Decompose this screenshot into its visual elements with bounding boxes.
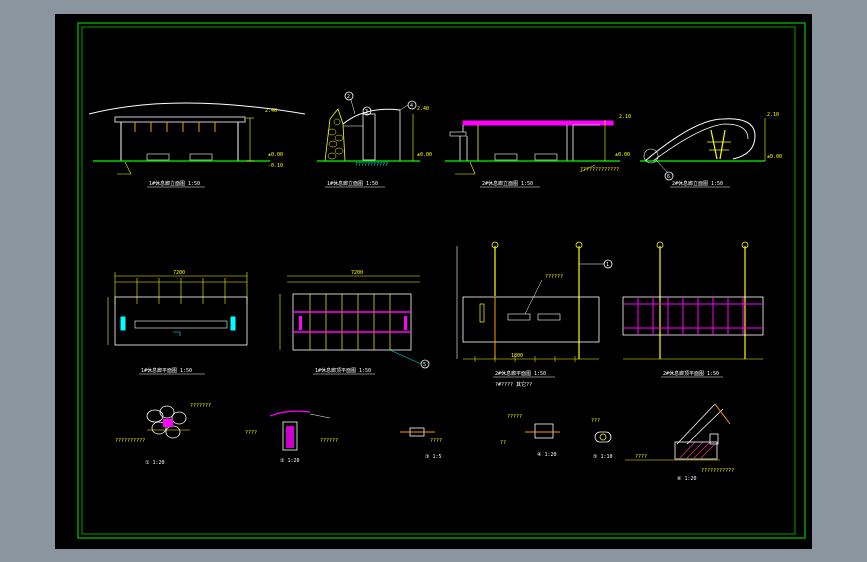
callout-2: 2 — [347, 94, 350, 100]
elevation-3: 2.10 ±0.00 ????????????? 2#休息廊立面图 1:50 — [445, 114, 631, 188]
detail-6: ???? ??????????? ⑥ 1:20 — [625, 403, 734, 482]
plan3-sub: ?#???? 其它?? — [495, 381, 532, 388]
elev2-level-zero: ±0.00 — [417, 152, 432, 158]
elev1-title: 1#休息廊立面图 1:50 — [149, 180, 200, 187]
plan-3: 1800 ?????? 1 2#休息廊平面图 1:50 ?#???? 其它?? — [456, 241, 613, 388]
callout-4: 4 — [410, 103, 413, 109]
detail-6-label: ⑥ 1:20 — [677, 476, 697, 482]
elev2-title: 1#休息廊立面图 1:50 — [327, 180, 378, 187]
elev3-note: ????????????? — [580, 167, 619, 173]
detail1-note: ??????? — [190, 403, 211, 409]
plan3-dim: 1800 — [511, 353, 523, 359]
plan1-dim-total: 7200 — [173, 270, 185, 276]
detail-2-label: ② 1:20 — [280, 458, 300, 464]
detail-1: ??????? ?????????? ① 1:20 — [115, 403, 211, 466]
elevation-2: 2 3 4 2.40 ±0.00 ??????????? 1#休息廊立面图 1:… — [317, 91, 432, 188]
callout-6: 6 — [667, 174, 670, 180]
elev3-level-zero: ±0.00 — [615, 152, 630, 158]
detail-1-label: ① 1:20 — [145, 460, 165, 466]
detail-5: ??? ⑤ 1:10 — [591, 418, 613, 460]
elev4-level-zero: ±0.00 — [767, 154, 782, 160]
detail6-note2: ??????????? — [701, 468, 734, 474]
inner-frame — [81, 26, 796, 535]
callout-5: 5 — [423, 362, 426, 368]
plan3-title: 2#休息廊平面图 1:50 — [495, 370, 546, 377]
plan4-title: 2#休息廊顶平面图 1:50 — [663, 370, 719, 377]
callout-1: 1 — [606, 262, 609, 268]
cad-drawing: 2.40 ±0.00 -0.10 1#休息廊立面图 1:50 2 3 4 2.4… — [77, 22, 806, 539]
detail-4-label: ④ 1:20 — [537, 452, 557, 458]
elevation-1: 2.40 ±0.00 -0.10 1#休息廊立面图 1:50 — [88, 102, 306, 188]
elev2-note: ??????????? — [355, 162, 388, 168]
elev4-level-top: 2.10 — [767, 112, 779, 118]
plan-1: 7200 1#休息廊平面图 1:50 — [107, 270, 248, 375]
plan-4: 2#休息廊顶平面图 1:50 — [622, 241, 764, 378]
plan2-dim-total: 7200 — [351, 270, 363, 276]
detail-3-label: ③ 1:5 — [425, 454, 442, 460]
detail2-note: ???? — [245, 430, 257, 436]
callout-3: 3 — [365, 109, 368, 115]
plan3-note: ?????? — [545, 274, 563, 280]
detail4-note2: ?? — [500, 440, 506, 446]
detail-3: ???? ③ 1:5 — [400, 427, 442, 460]
elev3-level-top: 2.10 — [619, 114, 631, 120]
detail2-note2: ?????? — [320, 438, 338, 444]
elev2-level-top: 2.40 — [417, 106, 429, 112]
detail-4: ????? ?? ④ 1:20 — [500, 414, 560, 458]
detail5-note: ??? — [591, 418, 600, 424]
detail6-note: ???? — [635, 454, 647, 460]
plan-2: 7200 5 1#休息廊顶平面图 1:50 — [279, 270, 430, 375]
elev1-level-low: -0.10 — [268, 163, 283, 169]
elev1-level-zero: ±0.00 — [268, 152, 283, 158]
elev3-title: 2#休息廊立面图 1:50 — [482, 180, 533, 187]
plan1-title: 1#休息廊平面图 1:50 — [141, 367, 192, 374]
detail1-note2: ?????????? — [115, 438, 145, 444]
detail-2: ???? ?????? ② 1:20 — [245, 410, 338, 464]
elev4-title: 2#休息廊立面图 1:50 — [672, 180, 723, 187]
drawing-sheet: 2.40 ±0.00 -0.10 1#休息廊立面图 1:50 2 3 4 2.4… — [55, 14, 812, 549]
elevation-4: 6 2.10 ±0.00 2#休息廊立面图 1:50 — [640, 112, 782, 188]
elev1-level-top: 2.40 — [265, 108, 277, 114]
plan2-title: 1#休息廊顶平面图 1:50 — [315, 367, 371, 374]
detail4-note: ????? — [507, 414, 522, 420]
detail-5-label: ⑤ 1:10 — [593, 454, 613, 460]
detail3-note: ???? — [430, 438, 442, 444]
outer-frame — [77, 22, 806, 539]
